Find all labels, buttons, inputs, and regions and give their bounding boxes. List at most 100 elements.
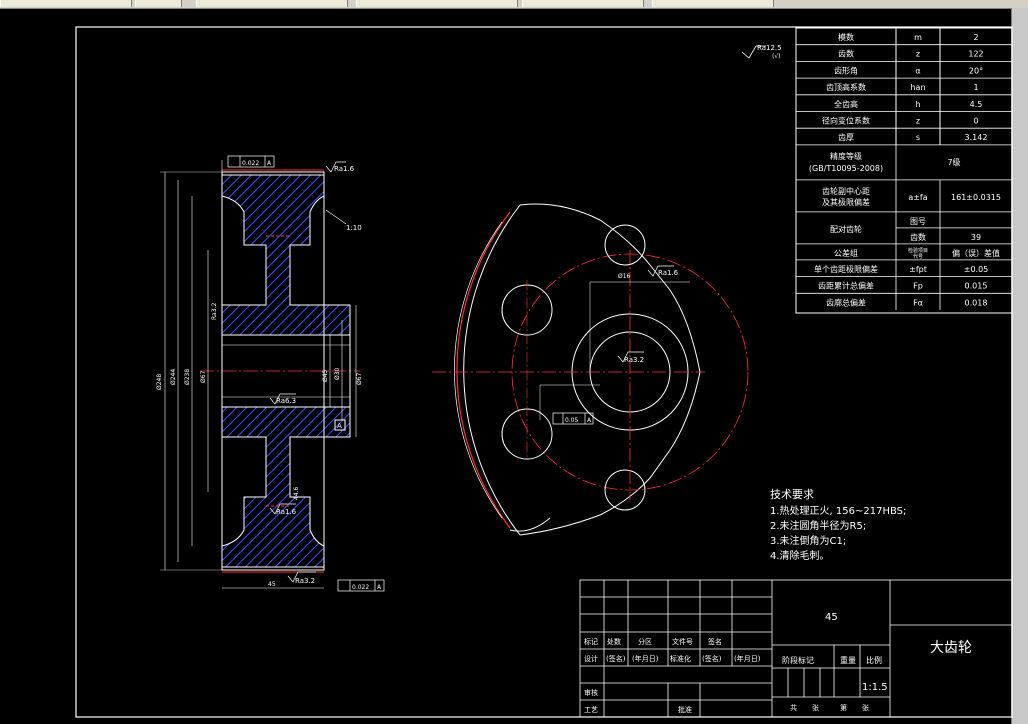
param-name: 齿数 — [838, 49, 854, 59]
tb-cell: 审核 — [584, 688, 598, 697]
tb-cell: 张 — [812, 703, 819, 712]
tb-cell: 批准 — [678, 705, 692, 714]
param-value: 2 — [973, 33, 978, 42]
param-name: 公差组 — [834, 248, 858, 258]
runout-tolerance: 0.022 — [352, 584, 369, 591]
tb-cell: (年月日) — [734, 654, 761, 663]
tb-cell: 张 — [862, 703, 869, 712]
key-dim: 44.6 — [293, 486, 300, 500]
roughness-symbol-corner: Ra12.5 (√) — [741, 44, 782, 60]
param-value: 0.018 — [965, 298, 988, 307]
gear-parameter-table — [795, 27, 1013, 314]
technical-requirements: 技术要求 1.热处理正火, 156~217HBS; 2.未注圆角半径为R5; 3… — [770, 488, 906, 562]
param-symbol: Fp — [913, 282, 923, 291]
param-symbol: h — [915, 100, 920, 109]
diameter-dim: Ø238 — [184, 369, 191, 385]
param-name: 模数 — [838, 32, 854, 42]
diameter-dim: Ø244 — [170, 369, 177, 385]
param-name: 偏（误）差值 — [952, 248, 1000, 258]
tb-cell: 标准化 — [670, 654, 691, 663]
toolbar-tab[interactable] — [356, 0, 518, 7]
param-value: 0.015 — [965, 282, 988, 291]
param-symbol: ±fpt — [909, 265, 927, 274]
roughness-label: Ra12.5 — [757, 44, 782, 52]
dim-label: Ø16 — [618, 273, 631, 280]
title-block-text: 45 大齿轮 1:1.5 阶段标记 重量 比例 标记 处数 分区 文件号 签名 … — [584, 612, 972, 714]
scale: 1:1.5 — [862, 682, 888, 693]
tb-cell: 第 — [840, 703, 847, 712]
drawing-frame — [75, 26, 1013, 718]
param-name: 全齿高 — [834, 99, 858, 109]
title-block — [579, 579, 1013, 718]
diameter-dim: Ø45 — [322, 369, 329, 382]
param-value: 7级 — [947, 157, 960, 167]
roughness-label: Ra3.2 — [295, 577, 315, 585]
param-value: 122 — [968, 50, 983, 59]
tech-title: 技术要求 — [770, 488, 814, 501]
tb-cell: 设计 — [584, 654, 598, 663]
datum-ref: A — [377, 584, 382, 591]
param-name: 检验项目 — [908, 247, 928, 254]
tb-cell: 签名 — [708, 637, 722, 646]
diameter-dim: Ø30 — [334, 367, 341, 380]
gear-section-view: Ø248 Ø244 Ø238 Ø67 Ø45 Ø30 Ø67 A 0.022 A… — [156, 155, 385, 592]
diameter-dim: Ø248 — [156, 374, 163, 390]
symmetry-tolerance: 0.05 — [565, 417, 579, 424]
param-name: 齿数 — [910, 232, 926, 242]
tech-item: 4.清除毛刺。 — [770, 549, 830, 562]
tb-cell: 工艺 — [584, 706, 598, 714]
param-symbol: s — [916, 133, 920, 142]
param-name: 及其极限偏差 — [822, 197, 870, 207]
tb-cell: 处数 — [607, 637, 621, 646]
part-name: 大齿轮 — [930, 640, 972, 656]
param-name: 齿形角 — [834, 65, 858, 75]
param-name: 配对齿轮 — [830, 224, 862, 234]
param-value: 20° — [969, 66, 983, 75]
stage-label: 阶段标记 — [782, 655, 814, 665]
param-value: 39 — [971, 233, 981, 242]
roughness-label: Ra3.2 — [624, 356, 644, 364]
param-value: 161±0.0315 — [951, 193, 1001, 202]
param-value: ±0.05 — [964, 265, 989, 274]
material: 45 — [825, 612, 838, 623]
roughness-sub: (√) — [772, 53, 781, 60]
tb-cell: 标记 — [584, 637, 598, 646]
param-value: 1 — [973, 83, 978, 92]
datum-label: A — [337, 422, 342, 430]
tb-cell: 分区 — [638, 637, 652, 646]
param-value: 0 — [973, 117, 978, 126]
param-name: 齿廓总偏差 — [826, 297, 866, 307]
taper-label: 1:10 — [346, 224, 362, 232]
runout-tolerance: 0.022 — [242, 160, 259, 167]
toolbar-tab[interactable] — [522, 0, 644, 7]
gear-front-view: Ø16 Ra1.6 Ra3.2 0.05 A — [432, 203, 749, 536]
toolbar-tab[interactable] — [652, 0, 774, 7]
toolbar-tab[interactable] — [135, 0, 182, 7]
roughness-label: Ra3.2 — [211, 303, 218, 320]
param-name: 图号 — [910, 217, 926, 226]
param-symbol: Fα — [913, 298, 923, 307]
width-dim: 45 — [268, 581, 276, 588]
param-name: (GB/T10095-2008) — [809, 164, 883, 173]
datum-ref: A — [267, 160, 272, 167]
tb-cell: 文件号 — [672, 637, 693, 646]
tech-item: 3.未注倒角为C1; — [770, 534, 846, 547]
tb-cell: (签名) — [606, 654, 626, 663]
roughness-label: Ra1.6 — [334, 165, 355, 173]
param-name: 齿轮副中心距 — [822, 186, 870, 196]
param-symbol: α — [915, 66, 920, 75]
param-name: 径向变位系数 — [822, 116, 870, 126]
toolbar-tab[interactable] — [196, 0, 348, 7]
window-toolbar — [0, 0, 1028, 9]
param-symbol: han — [910, 83, 925, 92]
tech-item: 2.未注圆角半径为R5; — [770, 519, 866, 532]
param-name: 单个齿距极限偏差 — [814, 264, 878, 274]
param-value: 4.5 — [970, 100, 983, 109]
diameter-dim: Ø67 — [356, 372, 363, 385]
toolbar-tab[interactable] — [0, 0, 132, 7]
param-symbol: a±fa — [908, 193, 927, 202]
param-value: 3.142 — [965, 133, 988, 142]
tb-cell: 共 — [790, 703, 797, 712]
